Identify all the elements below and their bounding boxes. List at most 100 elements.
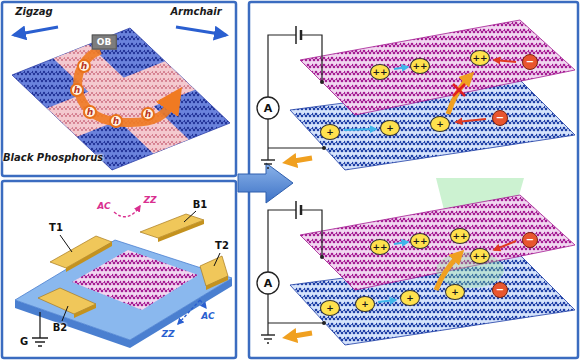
heterostructure-illuminated bbox=[257, 272, 279, 294]
heterostructure-dark bbox=[300, 20, 575, 115]
panel-frames bbox=[249, 2, 578, 358]
heterostructure-dark bbox=[344, 129, 376, 130]
heterostructure-dark bbox=[301, 35, 322, 82]
flow-arrow bbox=[238, 163, 293, 203]
direction-arrows bbox=[14, 27, 226, 35]
pins-and-ground bbox=[214, 253, 220, 266]
hole-path-arc bbox=[78, 50, 176, 123]
pins-and-ground bbox=[32, 337, 48, 338]
phosphorene-sheet bbox=[12, 28, 230, 170]
pins-and-ground bbox=[35, 341, 45, 342]
positive-charge: ++ bbox=[450, 228, 470, 244]
crystal-axis-arrows bbox=[114, 206, 140, 217]
heterostructure-illuminated bbox=[261, 334, 275, 335]
heterostructure-illuminated bbox=[494, 241, 516, 250]
heterostructure-dark bbox=[494, 60, 516, 62]
negative-charge: − bbox=[492, 282, 508, 298]
orbital-label: OB bbox=[92, 35, 117, 50]
positive-charge: + bbox=[445, 284, 465, 300]
positive-charge: + bbox=[320, 124, 340, 140]
heterostructure-dark bbox=[288, 158, 312, 162]
gold-electrodes bbox=[38, 214, 228, 318]
direction-arrows bbox=[14, 27, 58, 35]
heterostructure-illuminated bbox=[295, 201, 297, 219]
crystal-axis-label: AC bbox=[201, 312, 214, 321]
positive-charge: ++ bbox=[410, 58, 430, 74]
gold-electrodes bbox=[158, 220, 204, 242]
hole-symbol: h bbox=[141, 107, 155, 121]
heterostructure-illuminated bbox=[301, 210, 322, 257]
heterostructure-illuminated bbox=[268, 322, 324, 323]
axis-label: Zigzag bbox=[15, 7, 53, 17]
positive-charge: ++ bbox=[470, 50, 490, 66]
electrode-label: B2 bbox=[53, 323, 68, 333]
gold-electrodes bbox=[66, 242, 112, 272]
negative-charge: − bbox=[522, 232, 538, 248]
hole-symbol: h bbox=[70, 83, 84, 97]
negative-charge: − bbox=[492, 110, 508, 126]
positive-charge: ++ bbox=[410, 233, 430, 249]
hole-symbol: h bbox=[83, 105, 97, 119]
positive-charge: ++ bbox=[470, 248, 490, 264]
heterostructure-dark bbox=[448, 76, 470, 114]
axis-label: Black Phosphorus bbox=[3, 153, 103, 163]
pins-and-ground bbox=[184, 211, 196, 222]
positive-charge: + bbox=[320, 300, 340, 316]
axis-label: Armchair bbox=[170, 7, 221, 17]
pins-and-ground bbox=[39, 312, 40, 338]
heterostructure-dark bbox=[322, 146, 326, 150]
electrode-label: T1 bbox=[49, 223, 63, 233]
flow-arrow bbox=[238, 163, 293, 203]
positive-charge: ++ bbox=[370, 64, 390, 80]
pins-and-ground bbox=[60, 235, 72, 252]
device-substrate bbox=[72, 250, 198, 310]
panel-frames bbox=[2, 2, 236, 176]
negative-charge: − bbox=[522, 54, 538, 70]
positive-charge: + bbox=[355, 296, 375, 312]
hole-symbol: h bbox=[77, 59, 91, 73]
electrode-label: T2 bbox=[215, 241, 229, 251]
heterostructure-dark bbox=[320, 80, 324, 84]
positive-charge: ++ bbox=[370, 239, 390, 255]
heterostructure-illuminated bbox=[288, 333, 312, 337]
heterostructure-illuminated bbox=[267, 342, 269, 343]
heterostructure-dark bbox=[257, 97, 279, 119]
panel-frames bbox=[2, 181, 236, 358]
heterostructure-illuminated bbox=[267, 294, 268, 335]
heterostructure-dark bbox=[257, 20, 575, 170]
positive-charge: + bbox=[430, 116, 450, 132]
phosphorene-sheet bbox=[12, 28, 230, 170]
gold-electrodes bbox=[74, 304, 96, 318]
direction-arrows bbox=[176, 27, 226, 35]
heterostructure-illuminated bbox=[378, 300, 396, 302]
electrode-label: G bbox=[20, 337, 28, 347]
ammeter-symbol: A bbox=[264, 103, 273, 114]
heterostructure-dark bbox=[267, 119, 268, 160]
heterostructure-illuminated bbox=[257, 178, 575, 345]
heterostructure-illuminated bbox=[300, 195, 575, 290]
heterostructure-illuminated bbox=[394, 242, 408, 244]
device-substrate bbox=[15, 240, 232, 348]
positive-charge: + bbox=[380, 120, 400, 136]
ammeter-symbol: A bbox=[264, 278, 273, 289]
heterostructure-dark bbox=[264, 163, 272, 164]
heterostructure-dark bbox=[268, 35, 296, 97]
heterostructure-dark bbox=[453, 84, 465, 96]
crystal-axis-label: ZZ bbox=[143, 196, 156, 205]
pins-and-ground bbox=[32, 211, 220, 346]
gold-electrodes bbox=[206, 276, 228, 290]
crystal-axis-arrows bbox=[178, 300, 200, 324]
heterostructure-dark bbox=[456, 119, 486, 122]
heterostructure-dark bbox=[295, 26, 297, 44]
crystal-axis-arrows bbox=[200, 300, 206, 308]
heterostructure-dark bbox=[268, 147, 324, 148]
heterostructure-illuminated bbox=[320, 255, 324, 259]
pins-and-ground bbox=[62, 306, 68, 321]
heterostructure-illuminated bbox=[268, 210, 296, 272]
hole-symbol: h bbox=[109, 114, 123, 128]
crystal-axis-label: AC bbox=[97, 202, 110, 211]
pins-and-ground bbox=[38, 345, 42, 346]
crystal-axis-arrows bbox=[114, 206, 206, 324]
